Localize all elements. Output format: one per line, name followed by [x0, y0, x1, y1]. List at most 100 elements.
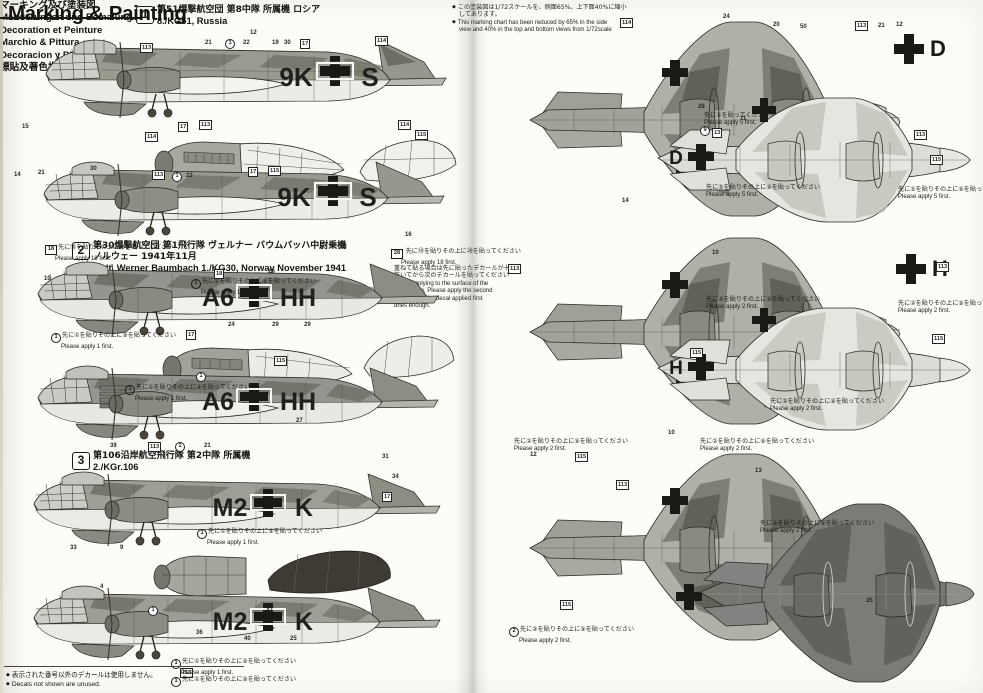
marking-1-side-view-upper: 9K S: [45, 38, 447, 119]
callout-r-10: 10: [712, 250, 719, 256]
marking-2-code-left: A6: [202, 284, 234, 312]
svg-text:HH: HH: [280, 388, 316, 416]
marking-3-ja: 第106沿岸航空飛行隊 第2中隊 所属機: [93, 451, 251, 461]
svg-text:S: S: [359, 182, 376, 212]
apply-note-right-7-ja: 先に②を貼りその上に⑨を貼ってください: [700, 438, 815, 445]
marking-2-ja-2: ノルウェー 1941年11月: [93, 252, 197, 263]
apply-note-left-5-en: Please apply 1 first.: [207, 539, 260, 546]
layering-note-ja-2: 乾いてから次のデカールを貼ってください: [394, 272, 510, 280]
decal-num-18: 18: [45, 245, 57, 255]
callout-1d: 1: [175, 442, 185, 452]
apply-note-right-5-en: Please apply 2 first.: [898, 307, 951, 315]
callout-17b: 17: [178, 122, 189, 132]
callout-r-13b: 13: [755, 468, 762, 474]
callout-17c: 17: [248, 167, 259, 177]
svg-text:D: D: [930, 36, 946, 61]
callout-r-12: 12: [896, 22, 903, 28]
subtitle-it: Marchio & Pittura: [0, 37, 80, 49]
callout-29b: 29: [304, 322, 311, 328]
marking-2-code-right: HH: [280, 284, 316, 312]
apply-note-right-10-en: Please apply 2 first.: [760, 527, 813, 535]
subtitle-zh: 標貼及著色指示: [0, 62, 68, 74]
apply-note-left-6-ja: 先に①を貼りその上に⑨を貼ってください: [182, 658, 297, 665]
footer-en: Decals not shown are unused.: [6, 680, 157, 689]
callout-36: 36: [196, 630, 203, 636]
callout-r-113d: 113: [508, 264, 522, 274]
scale-note: この塗装図は1/72スケールを、側面65%、上下面40%に縮小 してあります。 …: [452, 4, 627, 34]
svg-text:K: K: [295, 608, 313, 636]
marking-1-side-view-lower: 9K S: [43, 161, 445, 237]
callout-r-113e: 113: [616, 480, 630, 490]
callout-19: 19: [272, 40, 279, 46]
apply-note-right-6-en: Please apply 2 first.: [770, 405, 823, 413]
bottom-view-1-cross: [688, 144, 714, 170]
callout-34: 29: [272, 322, 279, 328]
callout-12: 12: [250, 30, 257, 36]
decal-num-1a: 1: [51, 333, 61, 343]
callout-r-113b: 113: [914, 130, 928, 140]
balkenkreuz-5: [250, 489, 286, 517]
apply-note-right-3: 先に⑤を貼りその上に⑨を貼ってください Please apply 5 first…: [898, 186, 983, 201]
callout-r-21: 21: [878, 23, 885, 29]
page-title: Marking & Painting: [8, 2, 187, 25]
callout-22b: 22: [186, 173, 193, 179]
page-left-edge: [0, 0, 3, 693]
callout-18: 18: [214, 269, 225, 279]
apply-note-right-1-ja: 先に⑤を貼ってください: [704, 112, 770, 119]
bottom-view-2-letter: H: [669, 358, 683, 379]
marking-1-number: 1: [136, 6, 154, 24]
callout-25: 25: [290, 636, 297, 642]
callout-33: 33: [70, 545, 77, 551]
subtitle-fr: Decoration et Peinture: [0, 24, 103, 36]
layering-note-en-4: dries enough.: [394, 302, 431, 310]
subtitle-ja: マーキング及び塗装図: [0, 0, 96, 11]
callout-r-35: 35: [866, 598, 873, 604]
svg-text:A6: A6: [202, 388, 234, 416]
apply-note-right-9-ja: 先に②を貼りその上に⑨を貼ってください: [520, 626, 635, 633]
callout-r-115c: 115: [690, 348, 704, 358]
scale-note-ja-1: この塗装図は1/72スケールを、側面65%、上下面40%に縮小: [452, 4, 627, 11]
apply-note-right-4-en: Please apply 2 first.: [706, 303, 759, 311]
marking-2-ja-1: 第30爆撃航空団 第1飛行隊 ヴェルナー バウムバッハ中尉乗機: [93, 241, 347, 251]
decal-number-28: 28: [391, 249, 403, 259]
callout-17d: 17: [186, 330, 197, 340]
callout-r-24: 24: [723, 14, 730, 20]
apply-note-right-7-en: Please apply 2 first.: [700, 445, 753, 453]
marking-3-wing-detail: [267, 549, 391, 595]
bottom-view-3: [699, 503, 975, 683]
decal-num-1b: 1: [125, 385, 135, 395]
callout-24: 24: [228, 322, 235, 328]
apply-note-right-3-ja: 先に⑤を貼りその上に⑨を貼ってください: [898, 186, 983, 193]
marking-1-en: 8./KG51, Russia: [157, 16, 228, 27]
apply-note-right-5-ja: 先に②を貼りその上に⑨を貼ってください: [898, 300, 983, 307]
apply-note-right-10-ja: 先に②を貼りその上に⑨を貼ってください: [760, 520, 875, 527]
apply-note-right-4: 先に②を貼りその上に⑨を貼ってください Please apply 2 first…: [706, 296, 820, 311]
marking-3-code-left: M2: [213, 494, 248, 522]
callout-47: 47: [266, 608, 273, 614]
apply-note-left-5-ja: 先に①を貼りその上に⑨を貼ってください: [208, 528, 323, 535]
callout-33b: 4: [100, 584, 104, 590]
wing-cross-1-left: [662, 60, 688, 86]
callout-1: 1: [225, 39, 235, 49]
apply-note-right-8: 先に②を貼りその上に⑨を貼ってください Please apply 2 first…: [514, 438, 628, 453]
callout-r-9: 9: [700, 126, 710, 136]
callout-114b: 114: [145, 132, 159, 142]
apply-note-right-9-en: Please apply 2 first.: [519, 637, 572, 644]
callout-r-115: 115: [930, 155, 944, 165]
apply-note-left-6-en: Please apply 1 first.: [181, 669, 234, 676]
decal-num-1c: 1: [191, 279, 201, 289]
callout-r-11: 11: [740, 116, 747, 122]
apply-note-right-5: 先に②を貼りその上に⑨を貼ってください Please apply 2 first…: [898, 300, 983, 315]
callout-115c: 115: [274, 356, 288, 366]
balkenkreuz-3: [236, 279, 272, 307]
apply-note-right-7: 先に②を貼りその上に⑨を貼ってください Please apply 2 first…: [700, 438, 814, 453]
apply-note-right-4-ja: 先に②を貼りその上に⑨を貼ってください: [706, 296, 821, 303]
marking-2-side-view-lower: A6 HH: [37, 365, 439, 441]
apply-note-right-10: 先に②を貼りその上に⑨を貼ってください Please apply 2 first…: [760, 520, 874, 535]
svg-text:9K: 9K: [277, 182, 310, 212]
apply-note-right-1-en: Please apply 5 first.: [704, 119, 757, 127]
